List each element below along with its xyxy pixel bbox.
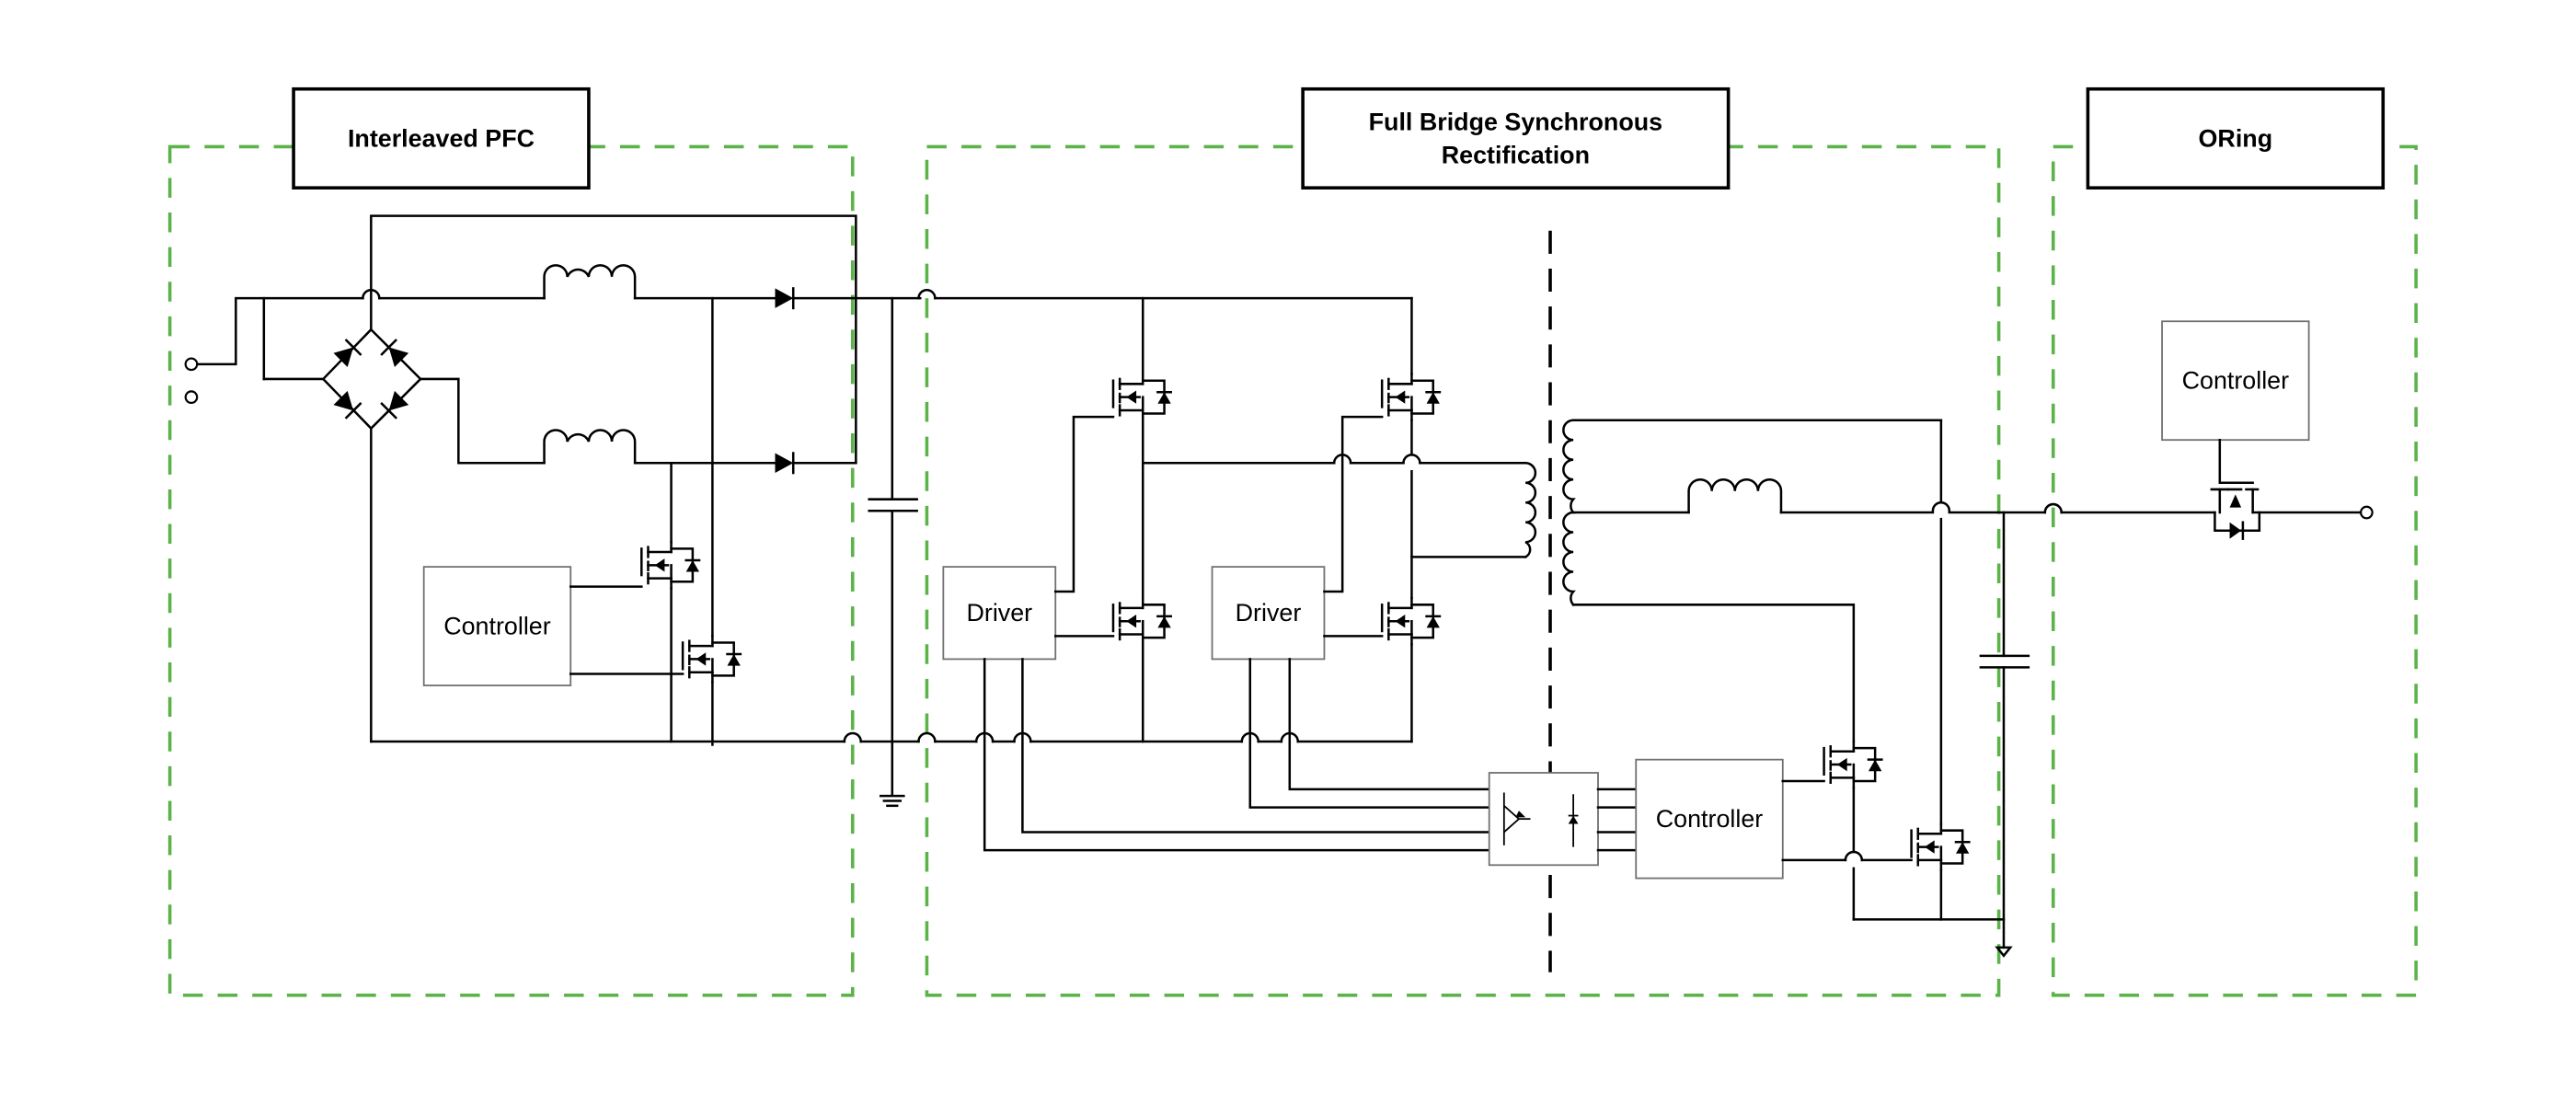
output-inductor [1687,477,1783,514]
output-terminal [2359,505,2374,520]
pfc-return-loop [370,214,857,465]
secondary-ground-icon [1995,946,2013,958]
pfc-controller-label: Controller [443,613,551,640]
bridge-mosfet-low-right [1380,596,1442,646]
pfc-boost-diode-1 [774,287,795,310]
pfc-controller-block: Controller [422,566,572,686]
oring-controller-label: Controller [2182,367,2290,395]
pfc-inductor-2 [543,429,637,465]
pfc-title: Interleaved PFC [348,124,535,152]
primary-return-bus [370,731,1413,743]
output-capacitor [1979,511,2030,949]
pfc-title-box: Interleaved PFC [292,86,591,190]
driver-1-label: Driver [966,599,1032,627]
optocoupler [1488,772,1599,867]
oring-title: ORing [2199,124,2273,152]
pfc-boost-diode-2 [774,452,795,475]
driver-1-block: Driver [942,566,1057,661]
bulk-capacitor [868,296,918,796]
driver-2-label: Driver [1236,599,1302,627]
pfc-mosfet-2 [681,635,742,684]
ac-input-terminals [184,296,364,404]
fbsr-stage-group [925,144,2001,997]
dc-bus-top [917,288,1413,300]
opto-controller-lines [1596,788,1638,852]
sync-rect-mosfet-1 [1823,740,1883,789]
oring-mosfet [2210,438,2261,540]
ac-input-terminal-neutral [184,390,199,404]
ground-symbol-primary [879,794,905,808]
bridge-mosfet-high-left [1111,373,1172,421]
oring-stage-group [2051,144,2418,997]
oring-controller-block: Controller [2161,320,2310,442]
pfc-inductor-1 [543,264,637,300]
driver-2-block: Driver [1211,566,1326,661]
pfc-stage-group [167,144,855,997]
bridge-mosfet-low-left [1111,596,1172,646]
led-icon [1568,815,1579,824]
driver-signal-lines [983,658,1490,852]
oring-title-box: ORing [2086,86,2386,190]
ac-input-terminal-line [184,357,199,372]
secondary-controller-block: Controller [1635,758,1784,880]
secondary-controller-label: Controller [1656,805,1764,833]
pfc-mosfet-1 [640,540,701,590]
fbsr-title-box: Full Bridge Synchronous Rectification [1301,86,1731,190]
bridge-mosfet-high-right [1380,373,1442,421]
fbsr-title-line2: Rectification [1442,141,1590,168]
fbsr-title-line1: Full Bridge Synchronous [1369,109,1662,136]
bridge-rectifier [321,328,422,431]
sync-rect-mosfet-2 [1910,822,1971,871]
